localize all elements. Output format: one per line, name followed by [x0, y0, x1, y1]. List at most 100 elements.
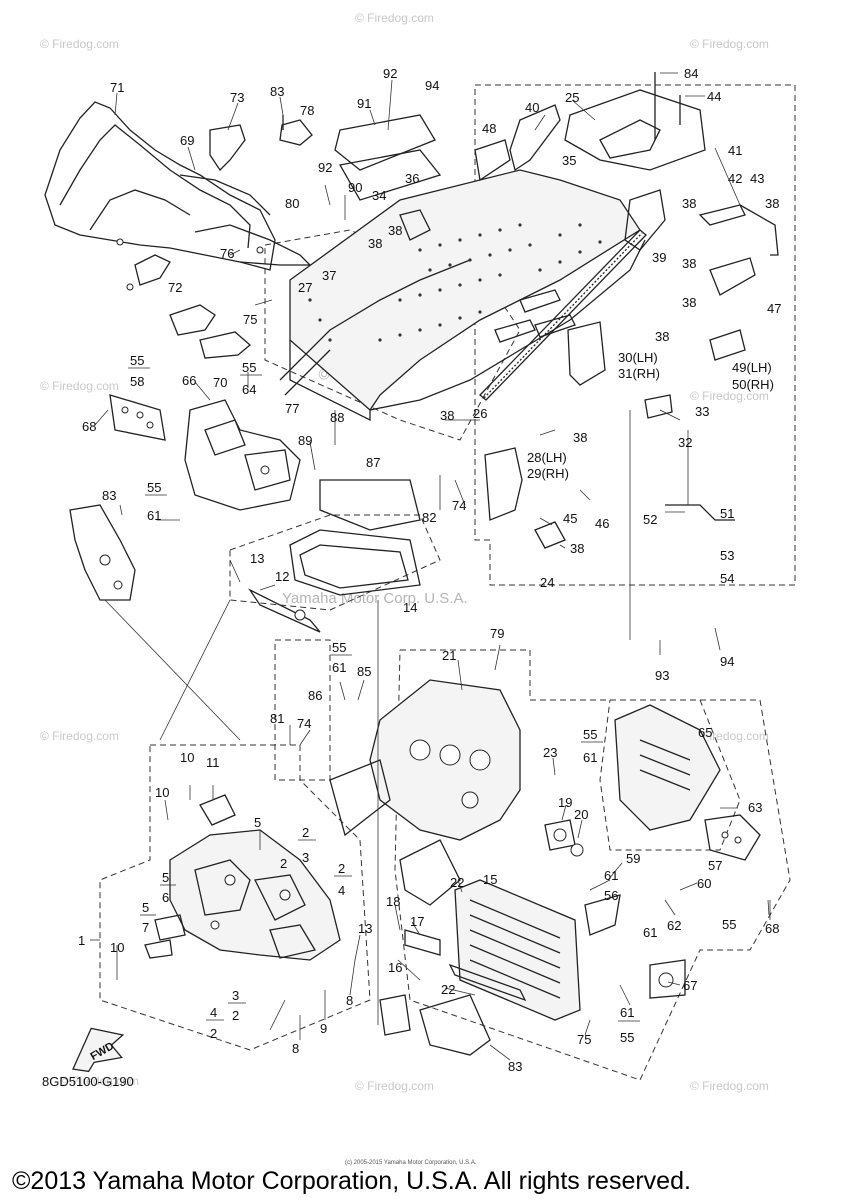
plates-87-14 — [289, 479, 421, 596]
part-label: 61 — [620, 1005, 634, 1020]
part-label: 74 — [452, 498, 466, 513]
part-label: 71 — [110, 80, 124, 95]
part-label: 52 — [643, 512, 657, 527]
watermark-site: © Firedog.com — [690, 37, 769, 51]
part-label: 38 — [570, 541, 584, 556]
part-label: 83 — [508, 1059, 522, 1074]
part-label: 4 — [338, 883, 345, 898]
front-suspension-mount — [144, 794, 341, 961]
part-label: 69 — [180, 133, 194, 148]
part-label: 48 — [482, 121, 496, 136]
part-label: 47 — [767, 301, 781, 316]
part-label: 38 — [682, 256, 696, 271]
part-label: 66 — [182, 373, 196, 388]
plate-58 — [109, 394, 166, 441]
plates-72-70 — [169, 304, 252, 359]
part-label: 62 — [667, 918, 681, 933]
watermark-site: © Firedog.com — [40, 379, 119, 393]
fwd-arrow: FWD — [72, 1027, 125, 1073]
part-label: 27 — [298, 280, 312, 295]
diagram-part-code: 8GD5100-G190 — [42, 1074, 134, 1089]
part-label: 38 — [440, 408, 454, 423]
watermark-site: © Firedog.com — [60, 1074, 139, 1088]
part-label: 61 — [583, 750, 597, 765]
part-label: 75 — [243, 312, 257, 327]
part-label: 92 — [318, 160, 332, 175]
bracket-66 — [184, 399, 301, 511]
part-label: 38 — [682, 196, 696, 211]
part-label: 2 — [338, 861, 345, 876]
watermark-site: © Firedog.com — [40, 37, 119, 51]
tunnel-holes — [308, 223, 602, 342]
part-label: 31(RH) — [618, 366, 660, 381]
part-label: 29(RH) — [527, 466, 569, 481]
part-label: 85 — [357, 664, 371, 679]
part-label: 39 — [652, 250, 666, 265]
part-label: 40 — [525, 100, 539, 115]
part-label: 13 — [250, 551, 264, 566]
part-label: 83 — [102, 488, 116, 503]
part-label: 87 — [366, 455, 380, 470]
part-label: 61 — [643, 925, 657, 940]
part-label: 67 — [683, 978, 697, 993]
small-bracket-73 — [209, 115, 313, 172]
part-label: 82 — [422, 510, 436, 525]
part-label: 53 — [720, 548, 734, 563]
part-label: 73 — [230, 90, 244, 105]
part-label: 86 — [308, 688, 322, 703]
part-label: 61 — [604, 868, 618, 883]
part-label: 11 — [206, 755, 220, 770]
part-label: 80 — [285, 196, 299, 211]
part-label: 55 — [583, 727, 597, 742]
part-label: 38 — [368, 236, 382, 251]
part-label: 45 — [563, 511, 577, 526]
part-label: 33 — [695, 404, 709, 419]
part-label: 17 — [410, 914, 424, 929]
part-label: 88 — [330, 410, 344, 425]
engine-cradle — [329, 679, 584, 906]
part-label: 35 — [562, 153, 576, 168]
brackets-28-45 — [484, 447, 566, 549]
part-label: 13 — [358, 921, 372, 936]
watermark-site: © Firedog.com — [355, 1079, 434, 1093]
part-label: 78 — [300, 103, 314, 118]
part-label: 55 — [242, 360, 256, 375]
brackets-65-57 — [614, 704, 761, 861]
part-label: 72 — [168, 280, 182, 295]
part-label: 57 — [708, 858, 722, 873]
part-label: 2 — [232, 1008, 239, 1023]
part-label: 55 — [722, 917, 736, 932]
part-label: 60 — [697, 876, 711, 891]
part-label: 49(LH) — [732, 360, 772, 375]
watermark-site: © Firedog.com — [690, 389, 769, 403]
part-label: 3 — [232, 988, 239, 1003]
part-label: 38 — [682, 295, 696, 310]
part-label: 8 — [346, 993, 353, 1008]
part-label: 22 — [450, 875, 464, 890]
part-label: 5 — [254, 815, 261, 830]
part-label: 55 — [147, 480, 161, 495]
misc-lower-parts — [379, 894, 686, 1056]
part-label: 7 — [142, 920, 149, 935]
part-label: 34 — [372, 188, 386, 203]
rear-brackets — [474, 72, 779, 521]
part-label: 44 — [707, 89, 721, 104]
part-label: 79 — [490, 626, 504, 641]
part-label: 9 — [320, 1021, 327, 1036]
part-label: 10 — [155, 785, 169, 800]
part-label: 46 — [595, 516, 609, 531]
part-label: 61 — [332, 660, 346, 675]
watermark-site: © Firedog.com — [40, 729, 119, 743]
part-label: 21 — [442, 648, 456, 663]
copyright-small: (c) 2005-2015 Yamaha Motor Corporation, … — [345, 1160, 477, 1166]
part-label: 26 — [473, 406, 487, 421]
part-label: 22 — [441, 982, 455, 997]
part-label: 41 — [728, 143, 742, 158]
part-label: 28(LH) — [527, 450, 567, 465]
part-label: 51 — [720, 506, 734, 521]
part-label: 42 — [728, 171, 742, 186]
part-label: 75 — [577, 1032, 591, 1047]
part-label: 23 — [543, 745, 557, 760]
part-labels: 71 69 73 83 78 92 91 94 48 40 25 84 44 4… — [42, 66, 781, 1089]
